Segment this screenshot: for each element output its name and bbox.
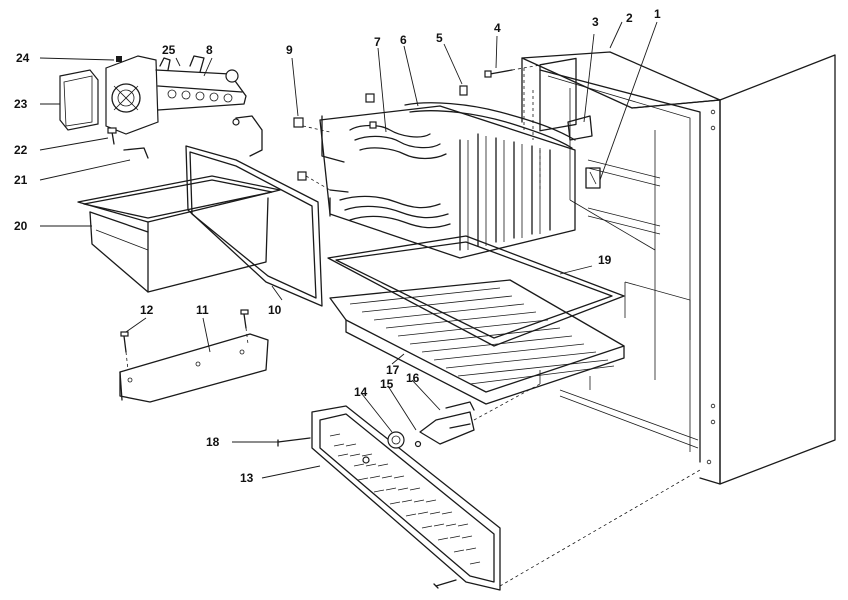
callout-22: 22 [14, 143, 28, 157]
callout-2: 2 [626, 11, 633, 25]
callout-3: 3 [592, 15, 599, 29]
callout-8: 8 [206, 43, 213, 57]
thermostat [387, 401, 475, 449]
bracket [119, 309, 269, 403]
callout-20: 20 [14, 219, 28, 233]
callout-10: 10 [268, 303, 282, 317]
ice-bin [77, 175, 281, 293]
callout-4: 4 [494, 21, 501, 35]
cabinet [521, 51, 836, 485]
callout-18: 18 [206, 435, 220, 449]
callout-1: 1 [654, 7, 661, 21]
wire-rack [185, 145, 323, 307]
evaporator [319, 57, 577, 259]
callout-14: 14 [354, 385, 368, 399]
callout-19: 19 [598, 253, 612, 267]
callout-15: 15 [380, 377, 394, 391]
callout-6: 6 [400, 33, 407, 47]
callout-24: 24 [16, 51, 30, 65]
callout-25: 25 [162, 43, 176, 57]
leader-lines [39, 21, 658, 479]
callout-16: 16 [406, 371, 420, 385]
callout-11: 11 [196, 303, 209, 317]
ice-maker [59, 55, 263, 159]
callout-7: 7 [374, 35, 381, 49]
wire-shelf [329, 279, 625, 405]
callout-21: 21 [14, 173, 28, 187]
shelf-panel [327, 235, 625, 347]
callout-13: 13 [240, 471, 254, 485]
callout-5: 5 [436, 31, 443, 45]
assembly-lines [125, 63, 701, 587]
callout-9: 9 [286, 43, 293, 57]
callout-17: 17 [386, 363, 400, 377]
callout-labels: 1 2 3 4 5 6 7 9 24 25 8 23 22 21 20 19 1… [14, 7, 661, 485]
grille [311, 405, 501, 591]
callout-12: 12 [140, 303, 154, 317]
callout-23: 23 [14, 97, 28, 111]
